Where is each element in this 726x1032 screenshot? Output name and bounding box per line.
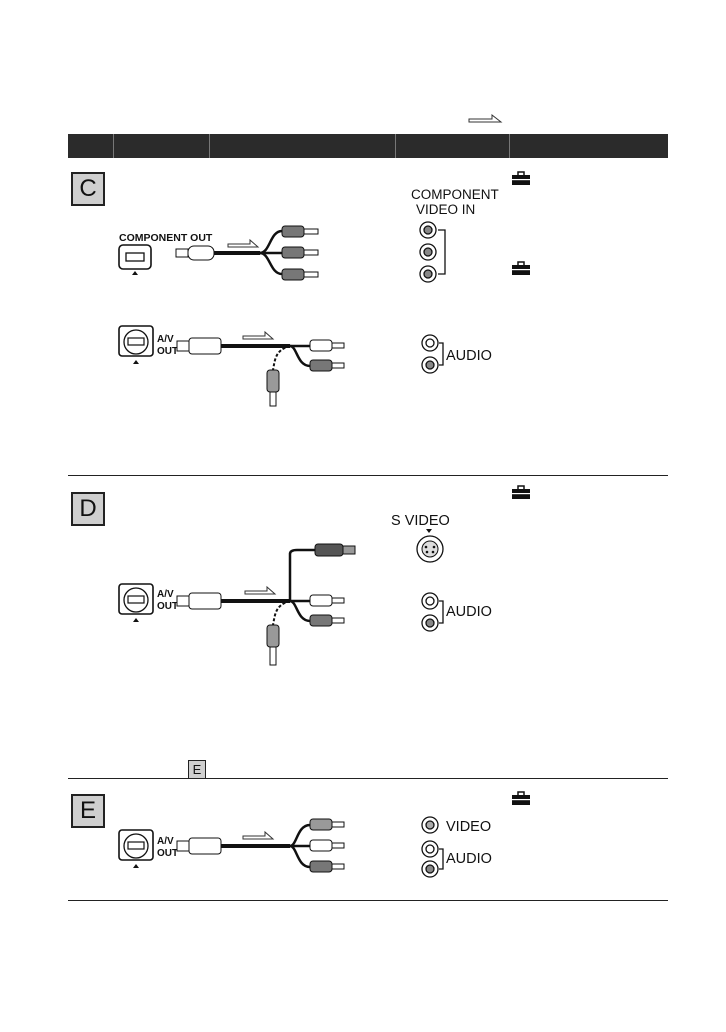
av-out-label-b: OUT bbox=[157, 601, 179, 612]
component-video-in-label-2: VIDEO IN bbox=[416, 202, 476, 217]
tv-rca-jack-icon bbox=[421, 816, 444, 878]
av-out-label-a: A/V bbox=[157, 589, 174, 600]
audio-label: AUDIO bbox=[446, 604, 492, 620]
video-label: VIDEO bbox=[446, 819, 492, 835]
section-d-label: D bbox=[71, 492, 105, 526]
audio-label: AUDIO bbox=[446, 851, 492, 867]
toolbox-icon bbox=[512, 171, 530, 185]
tv-rca-jack-icon bbox=[421, 334, 444, 374]
av-cable-icon bbox=[176, 330, 345, 407]
s-video-label: S VIDEO bbox=[391, 513, 450, 529]
table-header-bar bbox=[68, 134, 668, 158]
audio-label: AUDIO bbox=[446, 348, 492, 364]
section-divider bbox=[68, 475, 668, 476]
direction-arrow-icon bbox=[468, 113, 503, 123]
av-svideo-cable-icon bbox=[176, 543, 356, 666]
component-cable-icon bbox=[175, 225, 319, 281]
av-out-label-a: A/V bbox=[157, 836, 174, 847]
component-jack-icon bbox=[118, 244, 152, 275]
section-divider bbox=[68, 900, 668, 901]
section-e-label: E bbox=[71, 794, 105, 828]
toolbox-icon bbox=[512, 261, 530, 275]
section-c-label: C bbox=[71, 172, 105, 206]
section-e-reference: E bbox=[188, 760, 206, 779]
section-divider bbox=[68, 778, 668, 779]
tv-rca-jack-icon bbox=[421, 592, 444, 632]
av-out-label-b: OUT bbox=[157, 346, 179, 357]
toolbox-icon bbox=[512, 791, 530, 805]
av-jack-icon bbox=[118, 325, 154, 364]
av-jack-icon bbox=[118, 583, 154, 622]
av-cable-icon bbox=[176, 818, 345, 873]
component-video-in-label-1: COMPONENT bbox=[411, 187, 499, 202]
s-video-jack-icon bbox=[416, 529, 444, 563]
toolbox-icon bbox=[512, 485, 530, 499]
av-jack-icon bbox=[118, 829, 154, 868]
component-out-label: COMPONENT OUT bbox=[119, 232, 213, 244]
av-out-label-b: OUT bbox=[157, 848, 179, 859]
av-out-label-a: A/V bbox=[157, 334, 174, 345]
tv-rca-jack-icon bbox=[419, 221, 446, 283]
